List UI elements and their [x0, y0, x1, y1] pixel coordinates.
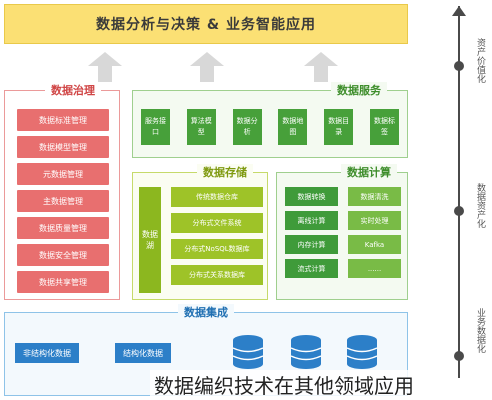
- governance-item[interactable]: 主数据管理: [17, 190, 109, 212]
- data-storage-list: 传统数据仓库 分布式文件系统 分布式NoSQL数据库 分布式关系数据库: [171, 187, 263, 291]
- database-icon: [290, 335, 322, 369]
- top-banner: 数据分析与决策 & 业务智能应用: [4, 4, 408, 44]
- database-icon: [232, 335, 264, 369]
- axis-line: [458, 6, 460, 378]
- data-storage-title: 数据存储: [197, 164, 253, 180]
- compute-cell[interactable]: 数据转换: [285, 187, 338, 206]
- storage-item[interactable]: 传统数据仓库: [171, 187, 263, 207]
- governance-item[interactable]: 数据质量管理: [17, 217, 109, 239]
- axis-label: 业务数据化: [464, 306, 486, 355]
- axis-arrow-icon: [452, 6, 466, 16]
- compute-cell[interactable]: 实时处理: [348, 211, 401, 230]
- service-item[interactable]: 算法模型: [186, 109, 216, 145]
- axis-label: 数据资产化: [464, 181, 486, 230]
- axis-tick-dot: [454, 206, 464, 216]
- data-integration-title: 数据集成: [178, 304, 234, 320]
- governance-item[interactable]: 数据模型管理: [17, 136, 109, 158]
- caption-text: 数据编织技术在其他领域应用: [150, 370, 418, 399]
- database-icon: [346, 335, 378, 369]
- governance-item[interactable]: 数据标准管理: [17, 109, 109, 131]
- service-item[interactable]: 服务接口: [141, 109, 170, 145]
- storage-item[interactable]: 分布式关系数据库: [171, 265, 263, 285]
- storage-item[interactable]: 分布式文件系统: [171, 213, 263, 233]
- compute-cell[interactable]: 离线计算: [285, 211, 338, 230]
- service-item[interactable]: 数据目录: [324, 109, 354, 145]
- integration-buttons: 非结构化数据 结构化数据: [15, 343, 171, 363]
- data-governance-title: 数据治理: [45, 82, 101, 98]
- compute-cell[interactable]: Kafka: [348, 235, 401, 254]
- data-services-panel: 数据服务 服务接口 算法模型 数据分析 数据地图 数据目录 数据标签: [132, 82, 408, 158]
- compute-cell[interactable]: 流式计算: [285, 259, 338, 278]
- data-compute-title: 数据计算: [341, 164, 397, 180]
- up-arrow-icon: [88, 52, 122, 82]
- data-governance-panel: 数据治理 数据标准管理 数据模型管理 元数据管理 主数据管理 数据质量管理 数据…: [4, 82, 120, 300]
- service-item[interactable]: 数据标签: [369, 109, 399, 145]
- unstructured-data-button[interactable]: 非结构化数据: [15, 343, 79, 363]
- service-item[interactable]: 数据分析: [232, 109, 262, 145]
- data-compute-grid: 数据转换 数据清洗 离线计算 实时处理 内存计算 Kafka 流式计算 ....…: [285, 187, 401, 278]
- up-arrow-icon: [190, 52, 224, 82]
- compute-cell[interactable]: 内存计算: [285, 235, 338, 254]
- governance-item[interactable]: 数据共享管理: [17, 271, 109, 293]
- axis-tick-dot: [454, 351, 464, 361]
- service-item[interactable]: 数据地图: [278, 109, 308, 145]
- data-services-row: 服务接口 算法模型 数据分析 数据地图 数据目录 数据标签: [141, 109, 399, 145]
- up-arrow-icon: [304, 52, 338, 82]
- axis-label: 资产价值化: [464, 36, 486, 85]
- data-services-title: 数据服务: [331, 82, 387, 98]
- governance-item[interactable]: 元数据管理: [17, 163, 109, 185]
- governance-item[interactable]: 数据安全管理: [17, 244, 109, 266]
- storage-item[interactable]: 分布式NoSQL数据库: [171, 239, 263, 259]
- axis-tick-dot: [454, 61, 464, 71]
- value-axis: 资产价值化 数据资产化 业务数据化: [446, 6, 486, 378]
- data-governance-list: 数据标准管理 数据模型管理 元数据管理 主数据管理 数据质量管理 数据安全管理 …: [17, 109, 109, 298]
- compute-cell[interactable]: ......: [348, 259, 401, 278]
- compute-cell[interactable]: 数据清洗: [348, 187, 401, 206]
- data-storage-panel: 数据存储 数据湖 传统数据仓库 分布式文件系统 分布式NoSQL数据库 分布式关…: [132, 164, 268, 300]
- data-compute-panel: 数据计算 数据转换 数据清洗 离线计算 实时处理 内存计算 Kafka 流式计算…: [276, 164, 408, 300]
- top-banner-title: 数据分析与决策 & 业务智能应用: [96, 17, 316, 33]
- structured-data-button[interactable]: 结构化数据: [115, 343, 171, 363]
- data-lake-block[interactable]: 数据湖: [139, 187, 161, 293]
